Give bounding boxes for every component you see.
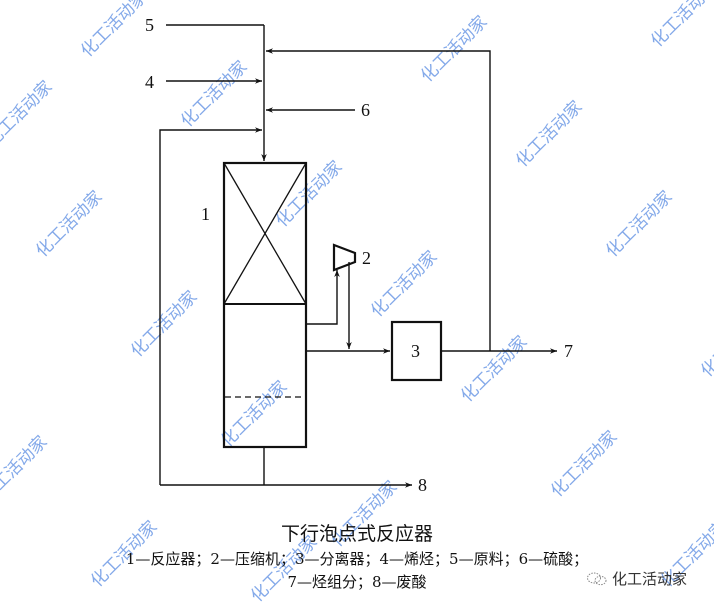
label-reactor: 1: [201, 204, 210, 224]
label-feed: 5: [145, 15, 154, 35]
label-acid: 6: [361, 100, 370, 120]
separator-vessel: [390, 320, 443, 382]
brand-badge: 化工活动家: [586, 568, 687, 589]
legend-line-1: 1—反应器；2—压缩机；3—分离器；4—烯烃；5—原料；6—硫酸；: [125, 550, 589, 568]
vapor-to-compressor-line: [306, 270, 340, 325]
wechat-icon: [587, 572, 607, 585]
figure-title: 下行泡点式反应器: [280, 523, 433, 545]
label-compressor: 2: [362, 248, 371, 268]
acid-recycle-line: [159, 127, 262, 485]
label-olefin: 4: [145, 72, 154, 92]
brand-name: 化工活动家: [612, 570, 688, 588]
label-hydrocarbon: 7: [564, 341, 573, 361]
reactor-vessel: [222, 161, 308, 449]
hydrocarbon-recycle-line: [266, 48, 491, 351]
legend-line-2: 7—烃组分；8—废酸: [287, 573, 427, 591]
label-separator: 3: [411, 341, 420, 361]
compressor-icon: [332, 243, 357, 272]
label-spent-acid: 8: [418, 475, 427, 495]
